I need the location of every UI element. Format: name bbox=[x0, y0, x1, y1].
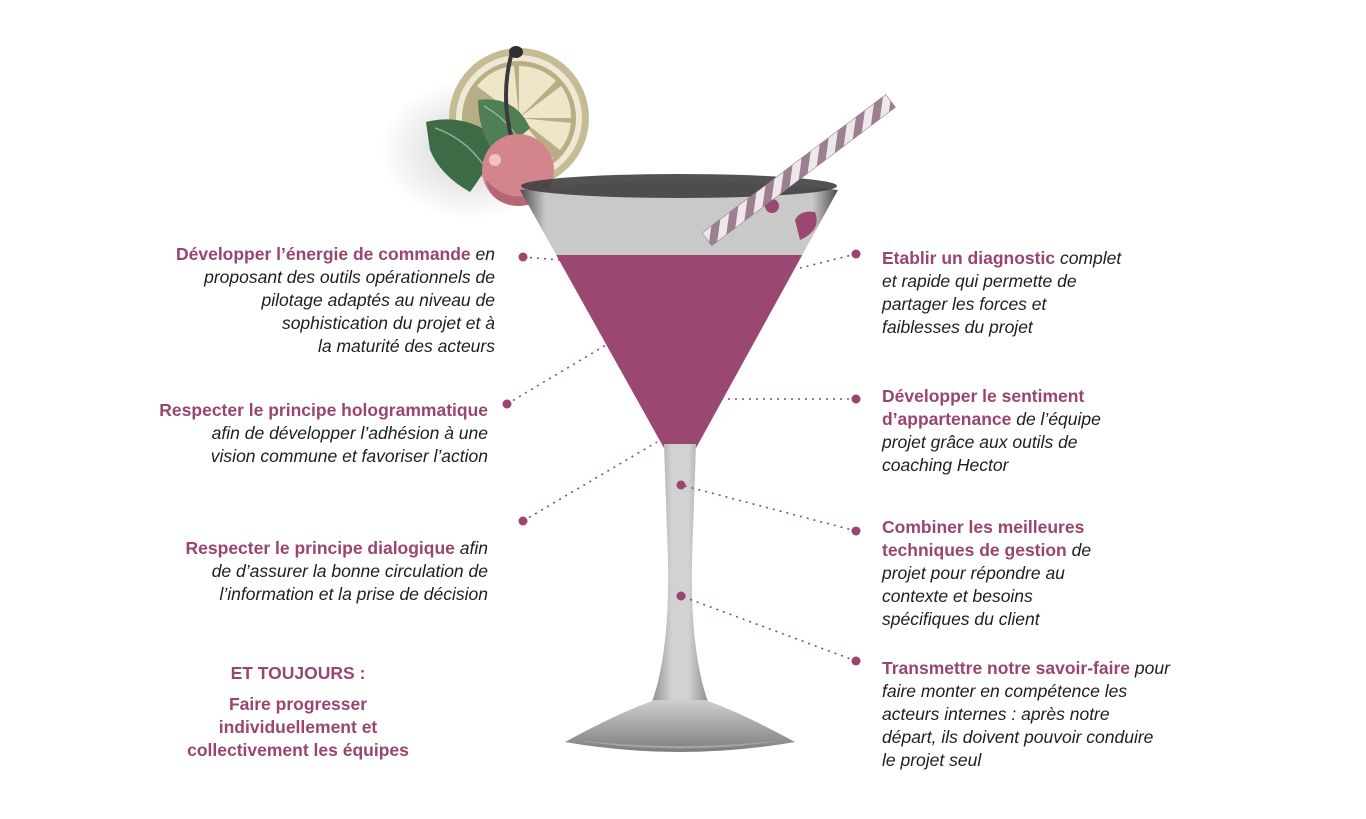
text-line: départ, ils doivent pouvoir conduire bbox=[882, 727, 1154, 747]
text-line: pilotage adaptés au niveau de bbox=[261, 290, 495, 310]
text-line: projet grâce aux outils de bbox=[882, 432, 1078, 452]
text-line: de d’assurer la bonne circulation de bbox=[211, 561, 488, 581]
et-toujours-body: Faire progresser individuellement et col… bbox=[140, 693, 456, 762]
item-diagnostic: Etablir un diagnostic complet et rapide … bbox=[882, 247, 1121, 339]
leader-dot bbox=[518, 516, 528, 526]
et-toujours-block: ET TOUJOURS : Faire progresser individue… bbox=[140, 663, 456, 762]
text-line: Respecter le principe hologrammatique bbox=[159, 400, 488, 420]
item-savoir-faire: Transmettre notre savoir-faire pour fair… bbox=[882, 657, 1170, 772]
text-line: contexte et besoins bbox=[882, 586, 1033, 606]
item-energie-commande: Développer l’énergie de commande en prop… bbox=[176, 243, 495, 358]
text-line: projet pour répondre au bbox=[882, 563, 1065, 583]
text-line: afin de développer l’adhésion à une bbox=[211, 423, 488, 443]
text-line: la maturité des acteurs bbox=[317, 336, 495, 356]
text-line: acteurs internes : après notre bbox=[882, 704, 1110, 724]
text-line: Combiner les meilleures bbox=[882, 517, 1085, 537]
text-line: individuellement et bbox=[218, 717, 378, 737]
text-line: collectivement les équipes bbox=[187, 740, 409, 760]
item-principe-hologrammatique: Respecter le principe hologrammatique af… bbox=[159, 399, 488, 468]
leader-dot bbox=[851, 656, 861, 666]
text-line: faiblesses du projet bbox=[882, 317, 1033, 337]
text-line: proposant des outils opérationnels de bbox=[204, 267, 495, 287]
text-line: spécifiques du client bbox=[882, 609, 1040, 629]
text-line: et rapide qui permette de bbox=[882, 271, 1077, 291]
et-toujours-title: ET TOUJOURS : bbox=[230, 663, 366, 683]
item-principe-dialogique: Respecter le principe dialogique afin de… bbox=[186, 537, 488, 606]
text-line: Développer le sentiment bbox=[882, 386, 1085, 406]
text-line: techniques de gestion de bbox=[882, 540, 1092, 560]
straw-icon bbox=[701, 94, 896, 247]
text-line: partager les forces et bbox=[882, 294, 1047, 314]
text-line: d’appartenance de l’équipe bbox=[882, 409, 1101, 429]
text-line: vision commune et favoriser l’action bbox=[210, 446, 488, 466]
text-line: l’information et la prise de décision bbox=[219, 584, 488, 604]
item-techniques-gestion: Combiner les meilleures techniques de ge… bbox=[882, 516, 1091, 631]
leader-dot bbox=[851, 394, 861, 404]
item-sentiment-appartenance: Développer le sentiment d’appartenance d… bbox=[882, 385, 1101, 477]
leader-dot bbox=[851, 526, 861, 536]
leader-dot bbox=[502, 399, 512, 409]
leader-dot bbox=[518, 252, 528, 262]
text-line: coaching Hector bbox=[882, 455, 1009, 475]
text-line: Transmettre notre savoir-faire pour bbox=[882, 658, 1170, 678]
leader-dot bbox=[851, 249, 861, 259]
leader-dot bbox=[676, 480, 686, 490]
leader-dot bbox=[676, 591, 686, 601]
text-line: Respecter le principe dialogique afin bbox=[185, 538, 488, 558]
text-line: sophistication du projet et à bbox=[281, 313, 495, 333]
text-line: le projet seul bbox=[882, 750, 982, 770]
text-line: Faire progresser bbox=[228, 694, 368, 714]
text-line: faire monter en compétence les bbox=[882, 681, 1128, 701]
text-line: Développer l’énergie de commande en bbox=[175, 244, 495, 264]
text-line: Etablir un diagnostic complet bbox=[882, 248, 1122, 268]
